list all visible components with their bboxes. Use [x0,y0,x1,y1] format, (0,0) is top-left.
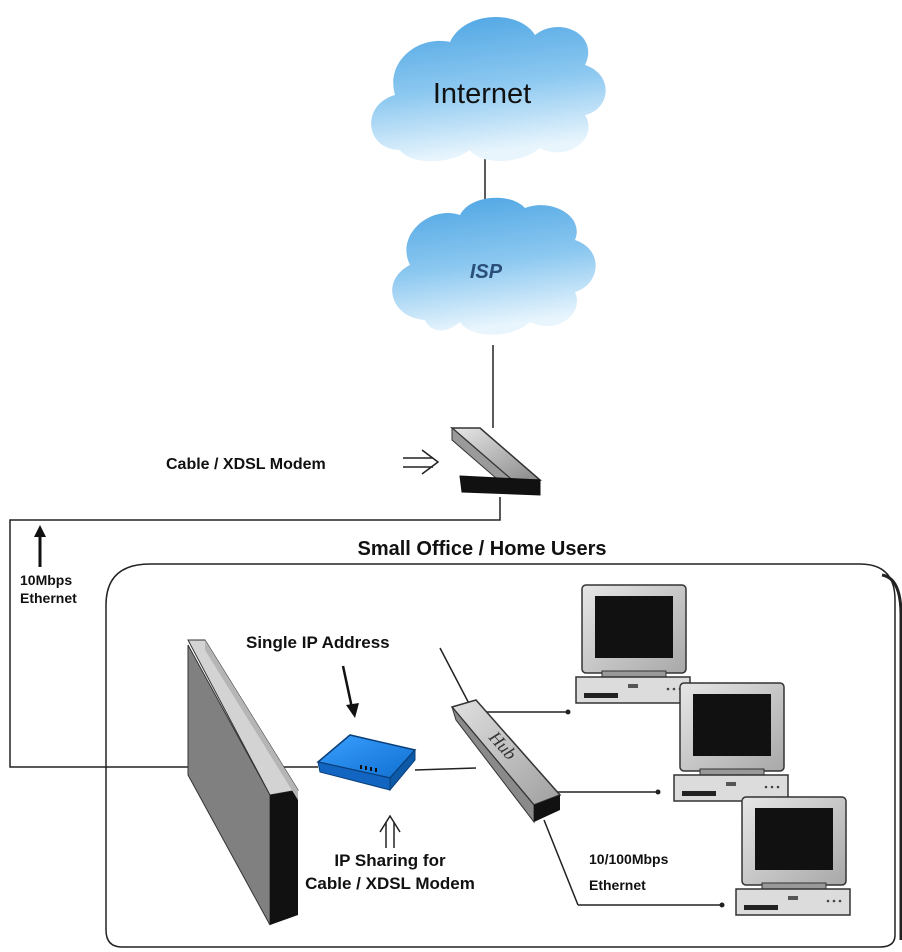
computer-icon [575,584,691,704]
lan-type-label: Ethernet [589,877,646,893]
firewall-wall-icon [187,639,299,926]
connection-endpoints [565,709,725,908]
modem-label: Cable / XDSL Modem [166,456,326,473]
isp-cloud-icon: ISP [392,197,596,335]
computer-icon [673,682,789,802]
ip-sharing-arrow-icon [379,814,401,848]
modem-icon [449,426,543,496]
connection-lines [9,155,720,906]
computer-icon [735,796,851,916]
isp-label: ISP [470,261,503,283]
router-icon [316,734,417,792]
wan-speed-label: 10Mbps [20,572,72,588]
single-ip-arrow-icon [341,665,359,718]
modem-pointer-arrow-icon [403,449,440,475]
internet-label: Internet [433,78,531,110]
lan-speed-label: 10/100Mbps [589,851,669,867]
ip-sharing-label-line2: Cable / XDSL Modem [305,874,475,893]
single-ip-label: Single IP Address [246,633,390,652]
office-title: Small Office / Home Users [358,538,607,560]
internet-cloud-icon: Internet [371,17,606,162]
wan-type-label: Ethernet [20,590,77,606]
ip-sharing-label-line1: IP Sharing for [334,851,446,870]
hub-icon: Hub [450,699,562,824]
wan-up-arrow-icon [34,525,46,567]
